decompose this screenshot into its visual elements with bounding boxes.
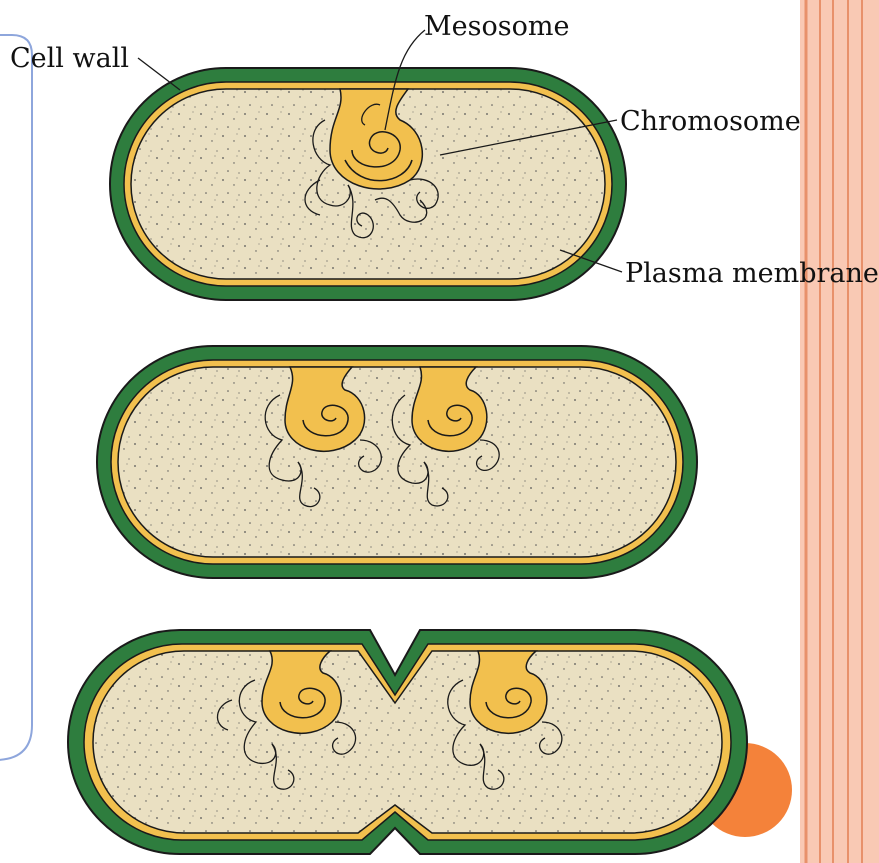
cytoplasm — [118, 367, 676, 557]
mesosome-label: Mesosome — [424, 11, 569, 42]
cell-wall-label: Cell wall — [10, 43, 129, 74]
slide-border-decoration — [800, 0, 879, 863]
cell-stage-1 — [110, 68, 626, 300]
cell-stage-3 — [68, 630, 747, 854]
slide-frame — [0, 35, 32, 760]
plasma-membrane-label: Plasma membrane — [625, 258, 879, 289]
cell-stage-2 — [97, 346, 697, 578]
chromosome-label: Chromosome — [620, 106, 801, 137]
